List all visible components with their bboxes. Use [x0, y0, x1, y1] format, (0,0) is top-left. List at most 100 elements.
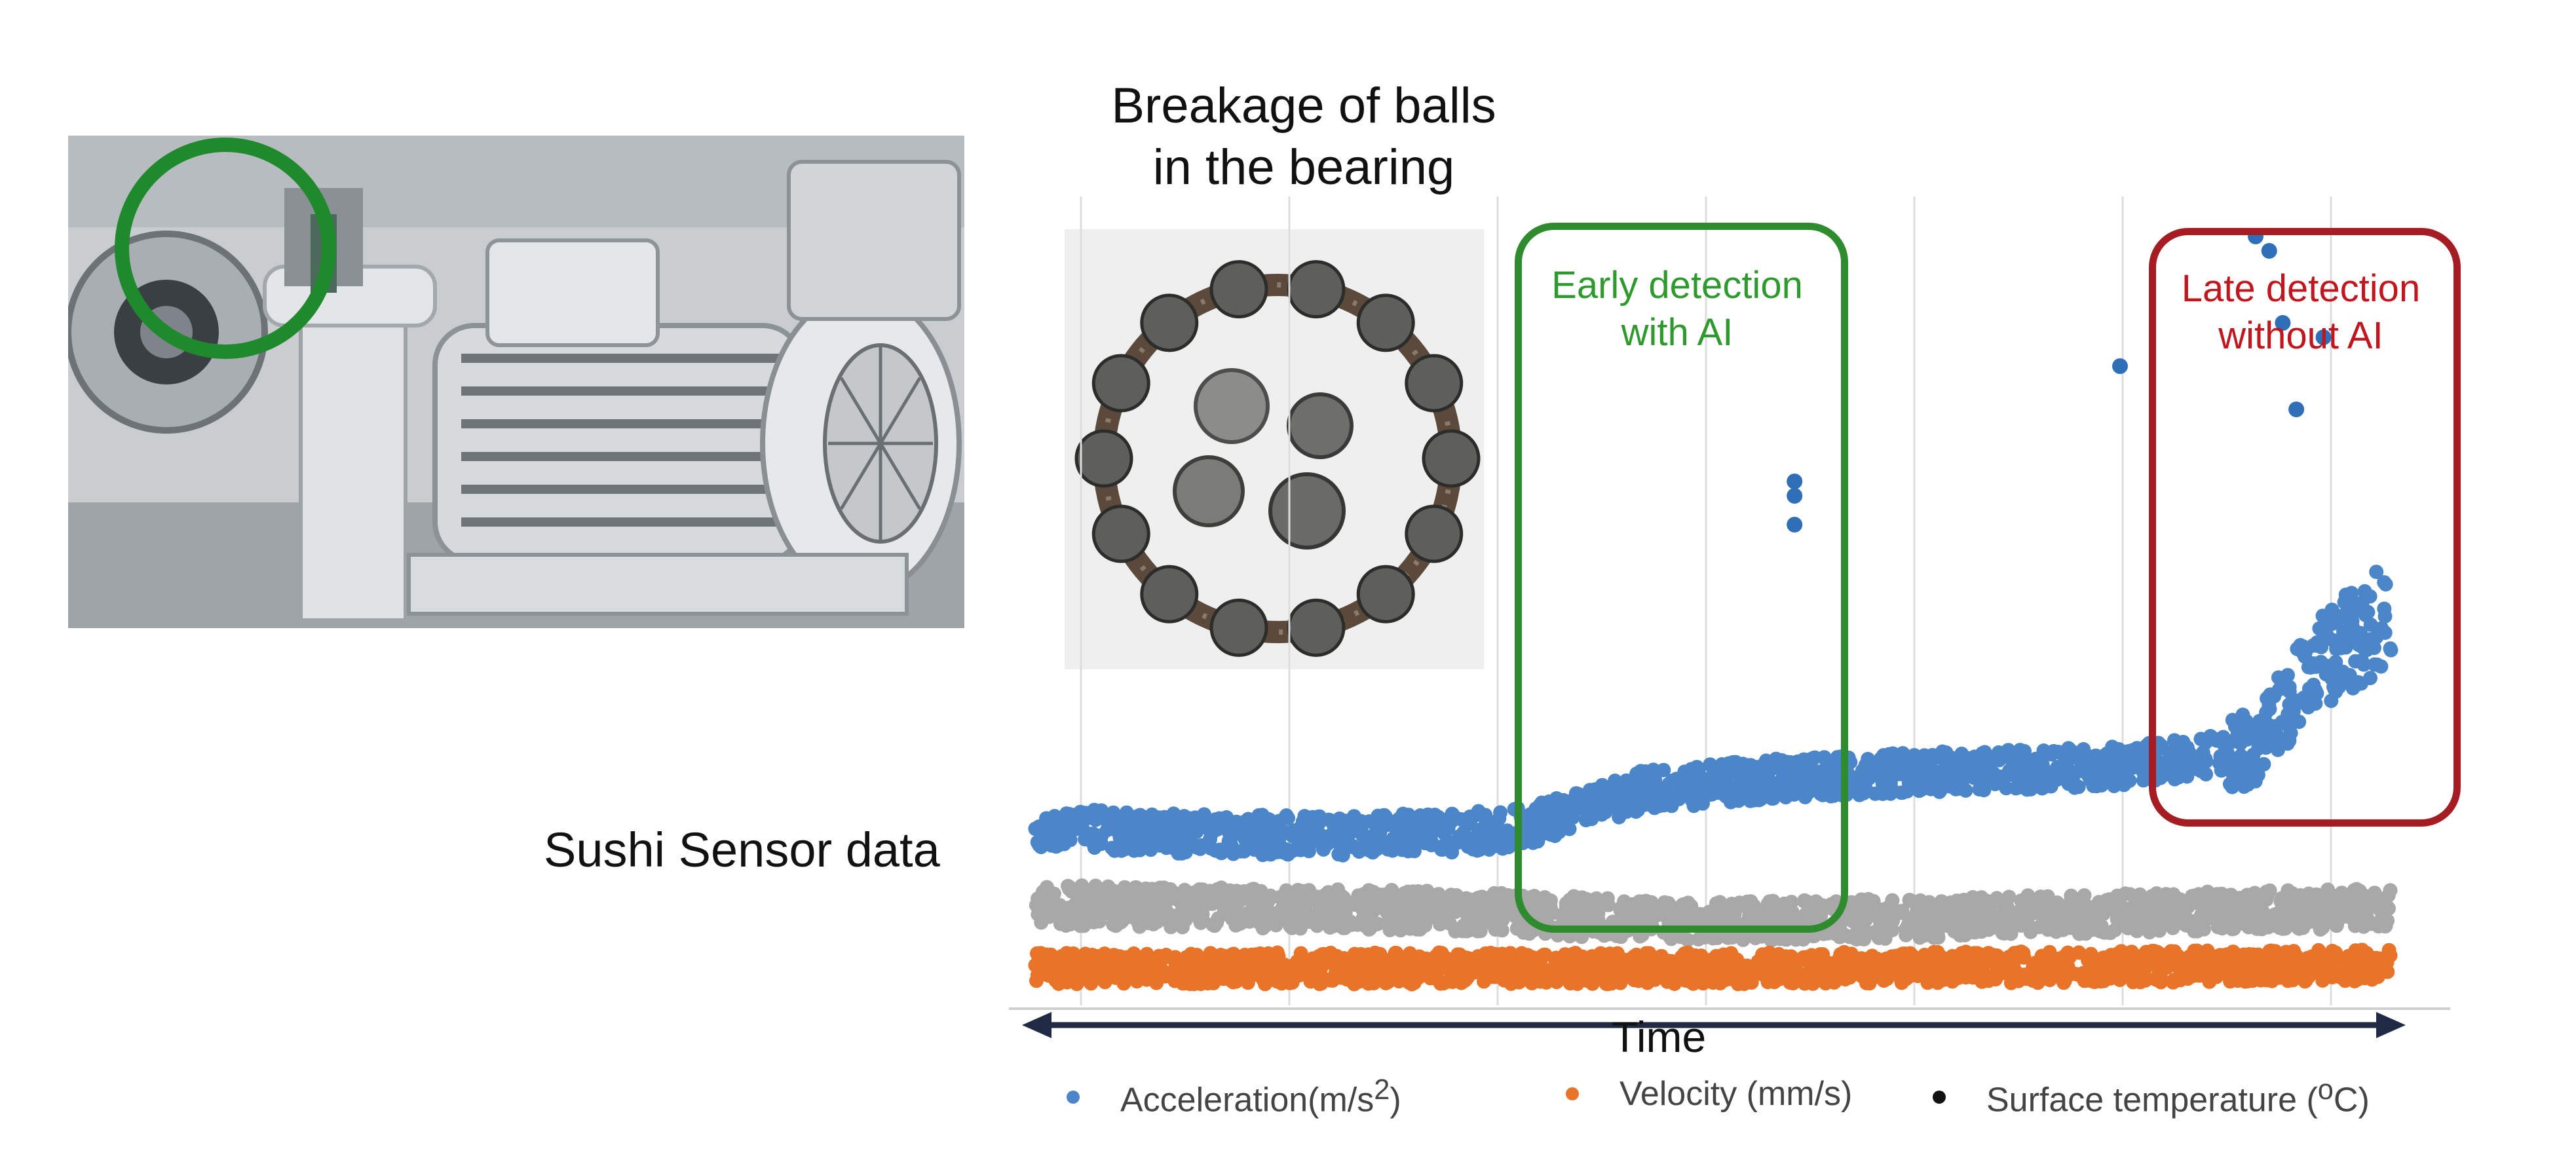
scatter-point: [2328, 945, 2343, 960]
scatter-point: [1665, 795, 1680, 810]
scatter-point: [1089, 911, 1105, 926]
scatter-point: [2151, 958, 2167, 973]
scatter-point: [1707, 777, 1722, 793]
scatter-point: [1186, 885, 1202, 900]
scatter-point: [1029, 973, 1044, 988]
scatter-point: [1724, 897, 1738, 912]
scatter-point: [1798, 975, 1813, 990]
scatter-point: [2093, 974, 2108, 989]
scatter-point: [2368, 954, 2383, 969]
scatter-point: [2112, 766, 2127, 781]
scatter-point: [1894, 905, 1909, 920]
scatter-point: [2089, 954, 2104, 969]
scatter-point: [1361, 976, 1376, 991]
scatter-point: [1245, 903, 1259, 918]
scatter-point: [1376, 965, 1392, 981]
scatter-point: [2153, 946, 2168, 962]
scatter-point: [2329, 918, 2344, 933]
scatter-point: [2279, 945, 2294, 960]
scatter-point: [1327, 819, 1342, 834]
scatter-point: [1899, 922, 1914, 937]
scatter-point: [1958, 970, 1973, 985]
outlier-point: [1787, 517, 1803, 533]
scatter-point: [1177, 809, 1192, 823]
scatter-point: [1255, 966, 1270, 981]
scatter-point: [1900, 784, 1915, 798]
scatter-point: [1429, 905, 1444, 920]
scatter-point: [2144, 889, 2159, 904]
scatter-point: [1516, 925, 1531, 940]
scatter-point: [2308, 659, 2323, 674]
scatter-point: [1266, 950, 1281, 965]
scatter-point: [1164, 917, 1179, 932]
scatter-point: [1718, 774, 1733, 789]
scatter-point: [2171, 969, 2186, 984]
bearing-ball: [1422, 429, 1481, 488]
scatter-point: [1917, 928, 1932, 943]
scatter-point: [1177, 911, 1192, 926]
scatter-point: [1054, 948, 1069, 964]
scatter-point: [1600, 948, 1615, 964]
scatter-point: [2206, 731, 2221, 746]
scatter-point: [1848, 927, 1863, 942]
scatter-point: [1708, 973, 1723, 988]
scatter-point: [1389, 830, 1404, 845]
bearing-caption-line1: Breakage of balls: [1111, 78, 1496, 134]
scatter-point: [1608, 774, 1623, 788]
scatter-point: [1782, 899, 1797, 914]
scatter-point: [1327, 958, 1342, 973]
scatter-point: [2225, 779, 2240, 795]
scatter-point: [2187, 943, 2202, 958]
scatter-point: [1930, 945, 1945, 960]
scatter-point: [1922, 753, 1937, 768]
scatter-point: [1116, 814, 1131, 829]
scatter-point: [1844, 946, 1859, 962]
scatter-point: [2355, 949, 2370, 964]
scatter-point: [1644, 895, 1659, 910]
early-detection-box: [1515, 223, 1848, 933]
scatter-point: [1566, 889, 1582, 904]
scatter-point: [1245, 817, 1259, 833]
scatter-point: [1701, 911, 1716, 926]
scatter-point: [1585, 899, 1600, 914]
scatter-point: [1999, 781, 2014, 796]
scatter-point: [1108, 970, 1124, 985]
scatter-point: [1646, 772, 1661, 787]
scatter-point: [1042, 909, 1057, 924]
scatter-point: [1728, 967, 1743, 982]
scatter-point: [1099, 887, 1114, 902]
late-detection-box: [2149, 228, 2461, 827]
legend-dot-velocity: [1566, 1087, 1579, 1100]
scatter-point: [1646, 762, 1661, 777]
scatter-point: [1974, 907, 1989, 922]
scatter-point: [2209, 969, 2224, 984]
scatter-point: [1534, 795, 1549, 810]
scatter-point: [1900, 971, 1915, 985]
scatter-point: [1908, 895, 1923, 910]
scatter-point: [1736, 773, 1751, 788]
scatter-point: [1697, 954, 1713, 969]
scatter-point: [1200, 976, 1215, 991]
scatter-point: [1204, 887, 1219, 902]
scatter-point: [1544, 827, 1559, 842]
scatter-point: [1405, 884, 1420, 899]
legend-label-surface-temperature: Surface temperature (oC): [1986, 1074, 2370, 1119]
scatter-point: [1088, 878, 1103, 893]
scatter-point: [1151, 889, 1166, 904]
scatter-point: [2193, 763, 2208, 778]
scatter-point: [1050, 967, 1065, 982]
scatter-point: [1954, 946, 1969, 961]
scatter-point: [1118, 842, 1133, 857]
scatter-point: [1808, 750, 1823, 765]
scatter-point: [2028, 751, 2043, 766]
scatter-point: [1501, 888, 1516, 903]
scatter-point: [2348, 654, 2363, 669]
scatter-point: [1215, 966, 1230, 981]
scatter-point: [2013, 743, 2028, 758]
outlier-point: [1787, 488, 1803, 504]
scatter-point: [2290, 641, 2305, 656]
scatter-point: [2347, 974, 2362, 988]
scatter-point: [2157, 888, 2171, 903]
scatter-point: [1371, 830, 1386, 845]
scatter-point: [2324, 694, 2339, 708]
